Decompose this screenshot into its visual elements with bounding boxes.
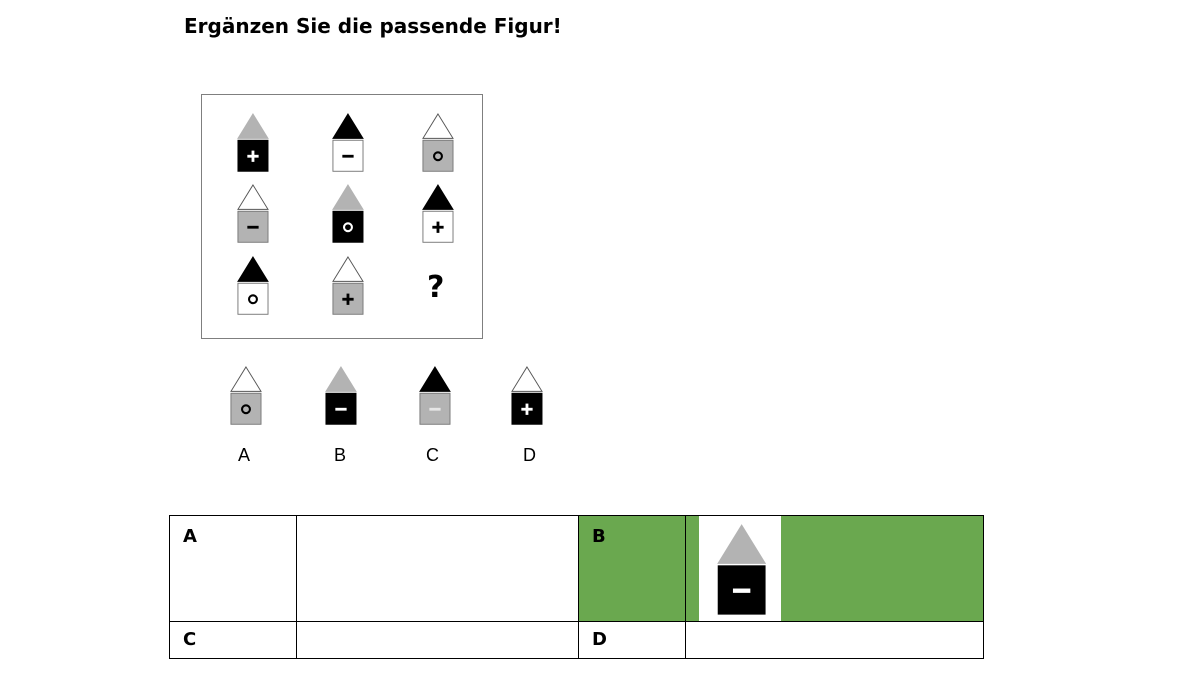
house-icon — [237, 184, 269, 243]
option-figure-b[interactable] — [325, 366, 357, 426]
plus-icon — [247, 150, 259, 162]
matrix-figure-r1-c1 — [237, 113, 269, 173]
roof-triangle — [237, 256, 269, 282]
minus-icon — [429, 407, 441, 411]
matrix-figure-r3-c2 — [332, 256, 364, 316]
answer-cell-b-value[interactable] — [685, 515, 984, 622]
option-label-d: D — [523, 445, 536, 465]
body-square — [237, 139, 269, 172]
option-figure-a[interactable] — [230, 366, 262, 426]
answer-cell-d-label[interactable]: D — [578, 621, 686, 659]
matrix-figure-r1-c3 — [422, 113, 454, 173]
house-icon — [237, 256, 269, 315]
option-figure-c[interactable] — [419, 366, 451, 426]
roof-triangle — [419, 366, 451, 392]
answer-label-d: D — [592, 629, 607, 650]
house-icon — [511, 366, 543, 425]
body-square — [325, 392, 357, 425]
house-icon — [422, 184, 454, 243]
house-icon — [230, 366, 262, 425]
option-label-c: C — [426, 445, 439, 465]
question-mark: ? — [427, 270, 445, 305]
answer-cell-c-value[interactable] — [296, 621, 579, 659]
house-icon — [332, 256, 364, 315]
roof-triangle — [325, 366, 357, 392]
minus-icon — [335, 407, 347, 411]
roof-triangle — [237, 184, 269, 210]
answer-cell-d-value[interactable] — [685, 621, 984, 659]
plus-icon — [521, 403, 533, 415]
page-title: Ergänzen Sie die passende Figur! — [184, 14, 562, 38]
roof-triangle — [332, 184, 364, 210]
house-icon — [332, 113, 364, 172]
matrix-figure-r2-c2 — [332, 184, 364, 244]
body-square — [422, 210, 454, 243]
option-label-b: B — [334, 445, 347, 465]
answer-cell-c-label[interactable]: C — [169, 621, 297, 659]
roof-triangle — [332, 113, 364, 139]
circle-icon — [342, 222, 353, 233]
option-figure-d[interactable] — [511, 366, 543, 426]
matrix-figure-r1-c2 — [332, 113, 364, 173]
answer-cell-a-value[interactable] — [296, 515, 579, 622]
answer-cell-a-label[interactable]: A — [169, 515, 297, 622]
roof-triangle — [237, 113, 269, 139]
roof-triangle — [511, 366, 543, 392]
circle-icon — [247, 294, 258, 305]
answer-label-a: A — [183, 526, 197, 547]
option-label-a: A — [238, 445, 251, 465]
roof-triangle — [332, 256, 364, 282]
minus-icon — [732, 588, 751, 593]
house-icon — [422, 113, 454, 172]
house-icon — [717, 524, 767, 615]
matrix-figure-r2-c3 — [422, 184, 454, 244]
house-icon — [419, 366, 451, 425]
body-square — [237, 282, 269, 315]
minus-icon — [342, 154, 354, 158]
house-icon — [332, 184, 364, 243]
roof-triangle — [422, 184, 454, 210]
plus-icon — [342, 293, 354, 305]
matrix-figure-r2-c1 — [237, 184, 269, 244]
body-square — [230, 392, 262, 425]
answer-table: A B C D — [169, 515, 984, 659]
body-square — [332, 210, 364, 243]
roof-triangle — [422, 113, 454, 139]
answer-figure — [717, 524, 767, 617]
minus-icon — [247, 225, 259, 229]
circle-icon — [240, 404, 251, 415]
answer-cell-b-label[interactable]: B — [578, 515, 686, 622]
body-square — [422, 139, 454, 172]
plus-icon — [432, 221, 444, 233]
house-icon — [325, 366, 357, 425]
answer-label-c: C — [183, 629, 197, 650]
answer-label-b: B — [592, 526, 606, 547]
roof-triangle — [230, 366, 262, 392]
roof-triangle — [717, 524, 767, 564]
circle-icon — [432, 151, 443, 162]
matrix-figure-r3-c1 — [237, 256, 269, 316]
matrix-grid — [201, 94, 483, 339]
house-icon — [237, 113, 269, 172]
